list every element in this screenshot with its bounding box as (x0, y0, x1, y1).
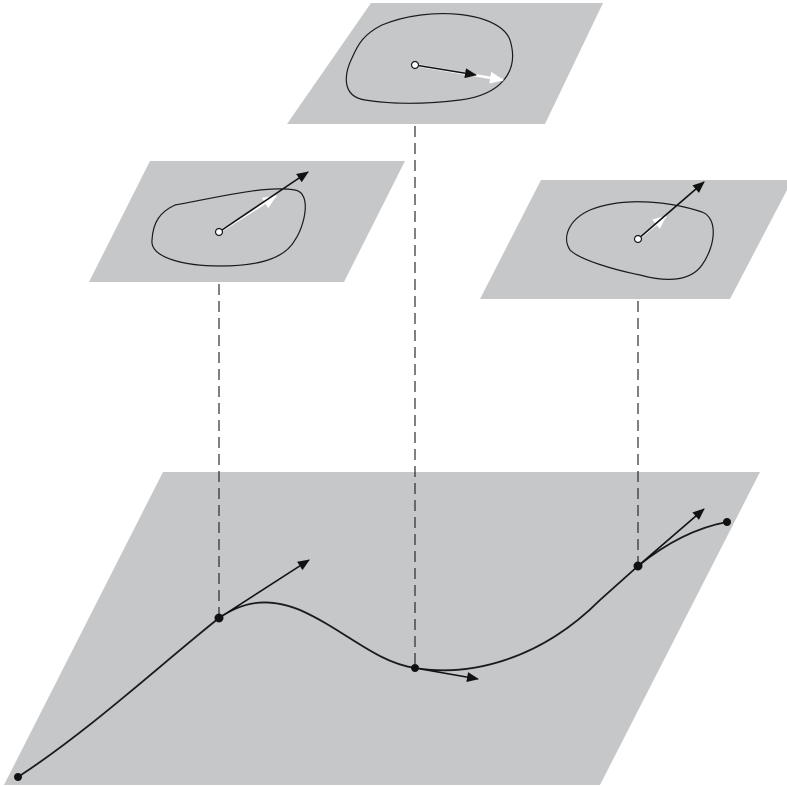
tangent-vector-right (637, 508, 705, 567)
base-manifold-plane (4, 472, 760, 785)
curve-point-left (214, 613, 224, 623)
fiber-plane-middle (287, 3, 603, 124)
fiber-base-point-left (214, 227, 224, 237)
fiber-region-middle (345, 12, 514, 104)
fiber-plane-left (89, 161, 405, 282)
curve-point-right (633, 561, 643, 571)
tangent-vector-middle (414, 667, 479, 683)
fiber-vector-left (218, 171, 309, 233)
fiber-plane-right (480, 180, 787, 299)
fiber-region-left (151, 188, 306, 267)
fiber-base-point-right (633, 234, 643, 244)
curve-end-point (723, 518, 731, 526)
fiber-base-point-middle (410, 60, 420, 70)
fiber-vector-right (637, 181, 705, 240)
curve-start-point (14, 773, 22, 781)
curve-point-middle (411, 664, 419, 672)
fiber-vector-middle (414, 64, 477, 79)
tangent-vector-left (218, 559, 310, 619)
